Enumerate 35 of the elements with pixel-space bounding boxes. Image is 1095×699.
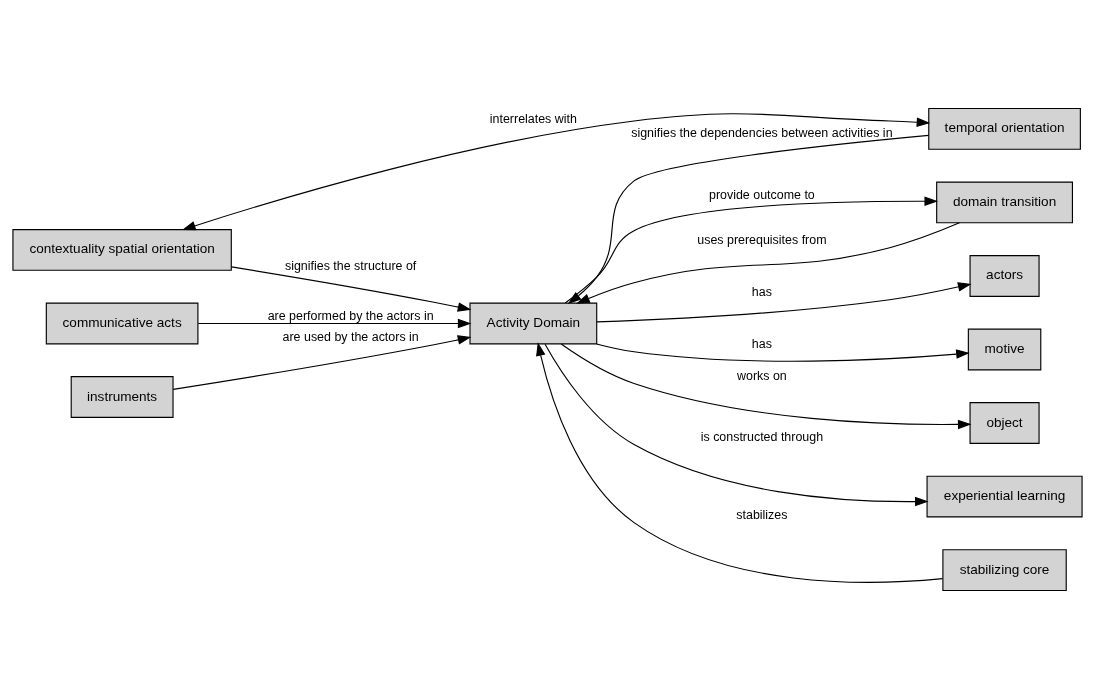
arrow [197, 318, 472, 329]
arrow [544, 343, 929, 507]
arrow [536, 342, 944, 583]
edge-label: provide outcome to [709, 187, 815, 202]
node-box: object [969, 402, 1040, 444]
edge-label: are used by the actors in [282, 330, 419, 345]
arrow [596, 282, 972, 323]
node-box: stabilizing core [942, 549, 1067, 592]
node-box: motive [967, 328, 1042, 371]
arrow [567, 134, 930, 304]
edge-label: uses prerequisites from [697, 233, 827, 248]
edge-label: stabilizes [736, 507, 788, 522]
arrow [182, 113, 931, 231]
arrow [172, 335, 472, 390]
edge-label: signifies the structure of [284, 259, 417, 274]
edge-label: interrelates with [489, 112, 577, 127]
node-box: contextuality spatial orientation [12, 229, 232, 271]
edge-label: has [751, 337, 772, 352]
arrow [560, 343, 972, 430]
edge-label: are performed by the actors in [267, 308, 434, 323]
node-box: communicative acts [45, 302, 199, 345]
node-box: domain transition [936, 181, 1073, 224]
arrow [564, 196, 939, 304]
node-box: instruments [70, 376, 174, 418]
edge-label: works on [737, 368, 787, 383]
node-box: Activity Domain [469, 302, 598, 345]
node-box: temporal orientation [928, 107, 1081, 150]
node-box: actors [969, 255, 1040, 297]
arrow [596, 343, 970, 362]
edge-label: has [751, 285, 772, 300]
arrow [576, 222, 960, 304]
edge-label: is constructed through [700, 429, 824, 444]
arrow [231, 266, 472, 312]
node-box: experiential learning [926, 475, 1083, 518]
edge-label: signifies the dependencies between activities in [631, 125, 893, 140]
